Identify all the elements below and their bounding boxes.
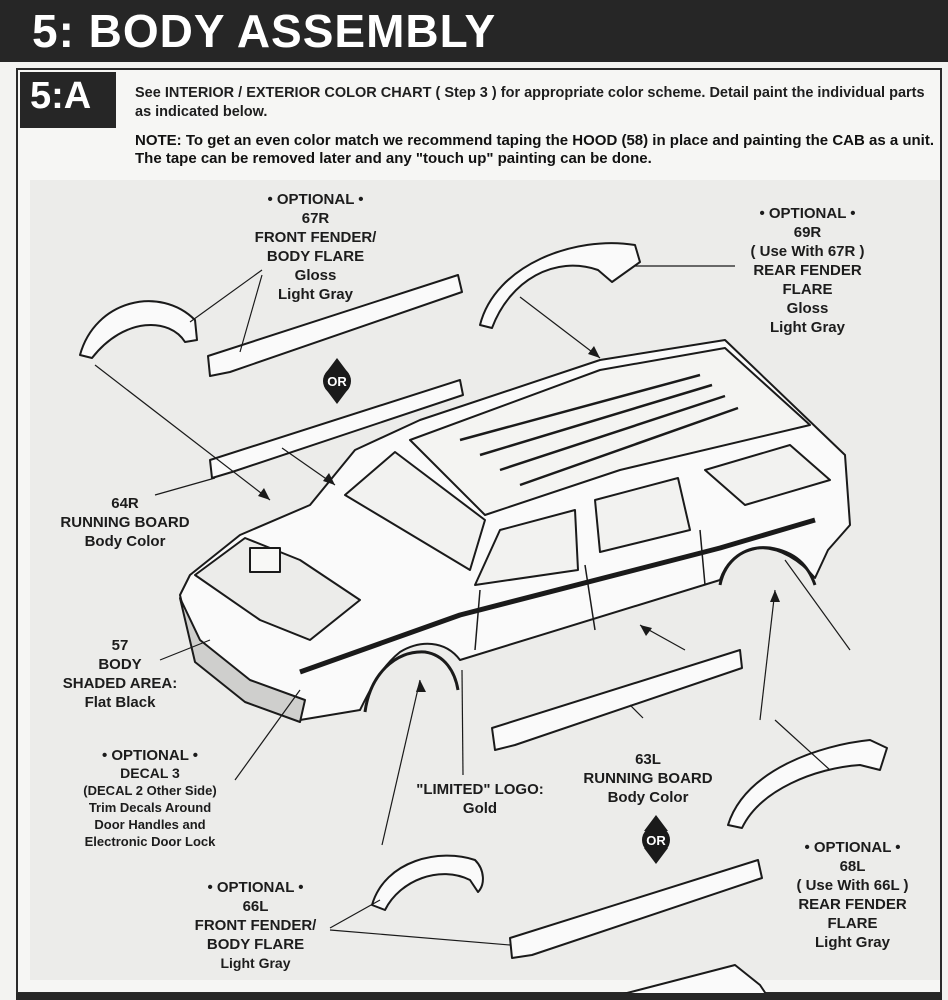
callout-63l: 63L RUNNING BOARD Body Color [573, 750, 723, 807]
front-wheel-arch [363, 650, 460, 713]
callout-63l-finish: Body Color [607, 789, 689, 806]
callout-66l-name2: BODY FLARE [206, 936, 305, 953]
callout-69r-finish2: Light Gray [769, 319, 845, 336]
engine-battery [249, 547, 281, 573]
callout-67r-optional: • OPTIONAL • [267, 191, 364, 208]
callout-64r-number: 64R [111, 495, 139, 512]
part-66l-fender-flare [371, 854, 484, 911]
callout-logo-finish: Gold [462, 800, 498, 817]
or-text-top: OR [327, 374, 347, 389]
callout-69r-name1: REAR FENDER [753, 262, 862, 279]
part-64r-running-board [209, 379, 464, 479]
callout-67r: • OPTIONAL • 67R FRONT FENDER/ BODY FLAR… [243, 190, 388, 304]
rear-wheel-arch [718, 546, 817, 586]
callout-69r-number: 69R [793, 224, 822, 241]
callout-66l: • OPTIONAL • 66L FRONT FENDER/ BODY FLAR… [183, 878, 328, 973]
callout-57: 57 BODY SHADED AREA: Flat Black [50, 636, 190, 712]
part-67r-fender-flare [79, 300, 198, 359]
callout-66l-number: 66L [242, 898, 269, 915]
callout-69r-name2: FLARE [782, 281, 833, 298]
callout-69r-finish1: Gloss [786, 300, 829, 317]
callout-63l-name: RUNNING BOARD [583, 770, 713, 787]
callout-64r-name: RUNNING BOARD [60, 514, 190, 531]
callout-68l-name2: FLARE [827, 915, 878, 932]
car-window-quarter [704, 444, 831, 506]
callout-67r-finish2: Light Gray [277, 286, 353, 303]
door-lines [474, 529, 706, 651]
next-step-header-edge [16, 993, 942, 1000]
or-badge-bottom: OR [642, 815, 670, 864]
part-67r-running-board [207, 274, 463, 377]
car-window-front [474, 509, 579, 586]
engine-bay [194, 537, 361, 641]
part-69r-fender-flare [479, 242, 641, 329]
callout-63l-number: 63L [635, 751, 661, 768]
callout-logo-name: "LIMITED" LOGO: [416, 781, 544, 798]
callout-57-area: SHADED AREA: [62, 675, 178, 692]
callout-67r-finish1: Gloss [294, 267, 337, 284]
callout-57-number: 57 [111, 637, 129, 654]
callout-66l-finish: Light Gray [220, 955, 291, 971]
callout-decal-line2: Door Handles and [94, 817, 206, 832]
car-window-rear [594, 477, 691, 553]
leader-lines [94, 265, 851, 946]
header-bar: 5: BODY ASSEMBLY [0, 0, 948, 62]
or-text-bottom: OR [646, 833, 666, 848]
callout-66l-optional: • OPTIONAL • [207, 879, 304, 896]
callout-68l-use: ( Use With 66L ) [796, 877, 909, 894]
callout-68l-optional: • OPTIONAL • [804, 839, 901, 856]
step-badge: 5:A [20, 72, 116, 128]
callout-69r-use: ( Use With 67R ) [750, 243, 865, 260]
part-lower-running-board [509, 859, 763, 959]
callout-57-finish: Flat Black [84, 694, 156, 711]
callout-64r-finish: Body Color [84, 533, 166, 550]
callout-decal-name: DECAL 3 [120, 765, 180, 781]
part-68l-fender-flare [727, 739, 888, 829]
body-trim-stripe [299, 517, 816, 675]
callout-69r: • OPTIONAL • 69R ( Use With 67R ) REAR F… [735, 204, 880, 337]
car-roof [409, 347, 811, 516]
callout-67r-number: 67R [301, 210, 330, 227]
callout-decal-3: • OPTIONAL • DECAL 3 (DECAL 2 Other Side… [60, 746, 240, 850]
callout-68l-name1: REAR FENDER [798, 896, 907, 913]
step-number: 5:A [30, 75, 92, 117]
callout-decal-line3: Electronic Door Lock [84, 834, 216, 849]
callout-limited-logo: "LIMITED" LOGO: Gold [400, 780, 560, 818]
callout-67r-name1: FRONT FENDER/ [254, 229, 377, 246]
note-text: NOTE: To get an even color match we reco… [135, 132, 934, 167]
callout-decal-sub: (DECAL 2 Other Side) [83, 783, 217, 798]
callout-decal-line1: Trim Decals Around [88, 800, 212, 815]
callout-57-name: BODY [98, 656, 142, 673]
page-title: 5: BODY ASSEMBLY [32, 5, 497, 57]
callout-68l-number: 68L [839, 858, 866, 875]
callout-66l-name1: FRONT FENDER/ [194, 917, 317, 934]
callout-69r-optional: • OPTIONAL • [759, 205, 856, 222]
callout-decal-optional: • OPTIONAL • [101, 747, 199, 764]
shaded-area-bumper [179, 597, 306, 723]
callout-68l: • OPTIONAL • 68L ( Use With 66L ) REAR F… [780, 838, 925, 952]
roof-rack [459, 373, 739, 487]
instruction-text: See INTERIOR / EXTERIOR COLOR CHART ( St… [135, 85, 925, 120]
part-63l-running-board [491, 649, 743, 751]
arrowheads [258, 346, 780, 692]
callout-64r: 64R RUNNING BOARD Body Color [50, 494, 200, 551]
or-badge-top: OR [323, 358, 351, 404]
callout-67r-name2: BODY FLARE [266, 248, 365, 265]
part-partial-bottom [599, 964, 771, 1000]
callout-68l-finish: Light Gray [814, 934, 890, 951]
car-windshield [344, 451, 486, 571]
